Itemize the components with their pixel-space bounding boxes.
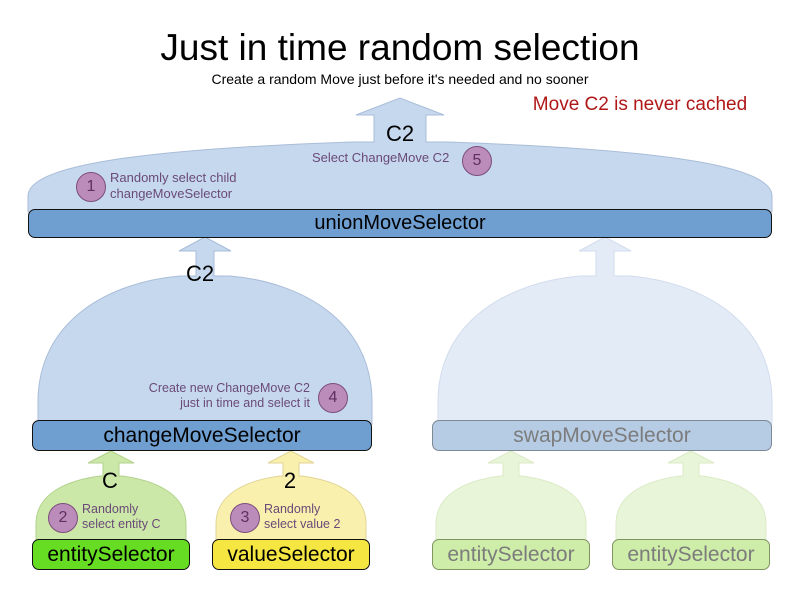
swap-entity-left-arrow <box>435 450 587 543</box>
node-union-move-selector: unionMoveSelector <box>28 209 772 238</box>
page-title: Just in time random selection <box>160 27 640 68</box>
node-swap-move-selector: swapMoveSelector <box>432 420 772 451</box>
flow-label-entity-output: C <box>102 468 118 493</box>
step-note-1: Randomly select child changeMoveSelector <box>110 170 237 201</box>
node-entity-selector-swap-left: entitySelector <box>432 539 590 570</box>
step-badge-1: 1 <box>76 172 106 202</box>
step-note-3: Randomly select value 2 <box>264 502 341 532</box>
flow-label-change-output: C2 <box>185 261 215 286</box>
node-entity-selector-swap-right: entitySelector <box>612 539 770 570</box>
node-change-move-selector: changeMoveSelector <box>32 420 372 451</box>
node-entity-selector-active: entitySelector <box>32 539 190 570</box>
swap-to-union-arrow <box>437 236 773 425</box>
change-to-union-arrow <box>37 236 373 425</box>
node-value-selector-active: valueSelector <box>212 539 370 570</box>
step-note-2: Randomly select entity C <box>82 502 161 532</box>
swap-entity-right-arrow <box>615 450 767 543</box>
step-badge-5: 5 <box>462 146 492 176</box>
union-output-arrow <box>27 97 773 213</box>
step-badge-3: 3 <box>230 503 260 533</box>
flow-label-value-output: 2 <box>283 468 297 493</box>
step-note-5: Select ChangeMove C2 <box>312 150 450 165</box>
step-note-4: Create new ChangeMove C2 just in time an… <box>148 381 310 411</box>
warning-note: Move C2 is never cached <box>532 94 748 115</box>
step-badge-4: 4 <box>318 383 348 413</box>
page-subtitle: Create a random Move just before it's ne… <box>211 71 589 87</box>
flow-label-union-output: C2 <box>385 121 415 146</box>
step-badge-2: 2 <box>48 503 78 533</box>
